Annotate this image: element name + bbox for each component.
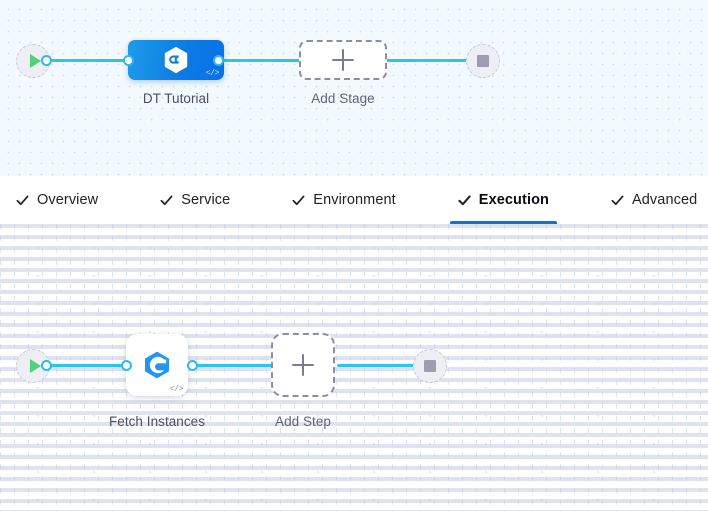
connector-dot-start-out[interactable] (41, 55, 52, 66)
harness-deployment-hexagon-icon (164, 46, 188, 74)
play-icon (29, 54, 41, 68)
stop-square-icon (424, 360, 436, 372)
tab-advanced-label: Advanced (632, 191, 698, 208)
check-icon (611, 194, 624, 207)
stage-node-dt-tutorial[interactable]: </> (128, 40, 224, 80)
tab-service-label: Service (181, 191, 231, 208)
check-icon (292, 194, 305, 207)
tab-execution[interactable]: Execution (449, 176, 571, 224)
add-step-button[interactable] (271, 333, 335, 397)
stage-configuration-tabs: Overview Service Environment Execution A (0, 176, 708, 224)
tab-environment-label: Environment (313, 191, 396, 208)
execution-step-canvas[interactable]: </> Fetch Instances Add Step (0, 224, 708, 511)
pipeline-end-node[interactable] (466, 44, 500, 78)
connector-dot-stage-in[interactable] (123, 55, 134, 66)
edge-stage-to-add-stage (218, 59, 303, 62)
stop-square-icon (477, 55, 489, 67)
plus-icon (292, 354, 314, 376)
step-node-fetch-instances[interactable]: </> (126, 334, 188, 396)
connector-dot-step-in[interactable] (121, 360, 132, 371)
add-stage-button[interactable] (299, 40, 387, 80)
tab-overview-label: Overview (37, 191, 99, 208)
code-view-icon[interactable]: </> (205, 69, 220, 78)
edge-start-to-step (45, 364, 140, 367)
execution-end-node[interactable] (413, 349, 447, 383)
tab-overview[interactable]: Overview (16, 176, 120, 224)
edge-add-step-to-end (337, 364, 422, 367)
play-icon (29, 359, 41, 373)
pipeline-stage-canvas[interactable]: </> DT Tutorial Add Stage (0, 0, 708, 176)
tab-service[interactable]: Service (160, 176, 252, 224)
tab-environment[interactable]: Environment (292, 176, 418, 224)
code-view-icon[interactable]: </> (169, 385, 184, 394)
tab-execution-label: Execution (478, 191, 549, 208)
edge-step-to-add-step (192, 364, 274, 367)
check-icon (458, 194, 471, 207)
check-icon (16, 194, 29, 207)
add-stage-label: Add Stage (311, 91, 375, 106)
plus-icon (332, 49, 354, 71)
connector-dot-stage-out[interactable] (213, 55, 224, 66)
check-icon (160, 194, 173, 207)
edge-add-stage-to-end (383, 59, 475, 62)
add-step-label: Add Step (275, 414, 331, 429)
stage-node-label: DT Tutorial (142, 91, 210, 106)
tab-advanced[interactable]: Advanced (611, 176, 708, 224)
connector-dot-step-out[interactable] (187, 360, 198, 371)
edge-start-to-stage (45, 59, 135, 62)
step-node-label: Fetch Instances (108, 414, 206, 429)
fetch-instances-hexagon-icon (145, 351, 169, 379)
connector-dot-exec-start-out[interactable] (41, 360, 52, 371)
